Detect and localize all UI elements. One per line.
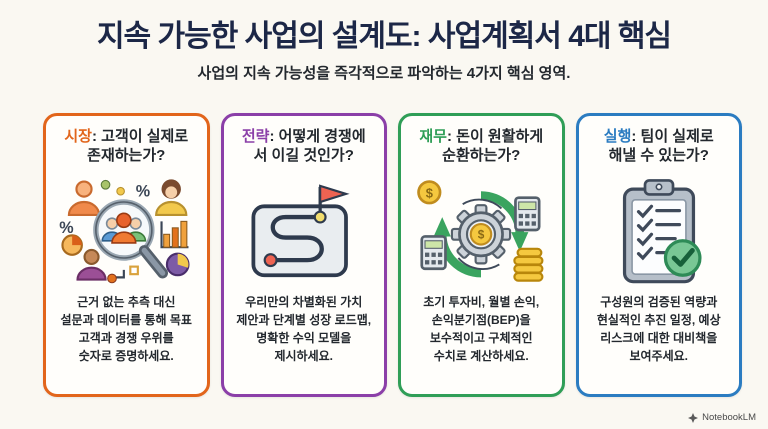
notebooklm-logo-icon — [688, 412, 699, 423]
page-subtitle: 사업의 지속 가능성을 즉각적으로 파악하는 4가지 핵심 영역. — [197, 65, 571, 82]
card-strategy-icon-wrap — [234, 169, 374, 291]
svg-text:$: $ — [478, 228, 485, 242]
card-execution-title: 실행: 팀이 실제로 해낼 수 있는가? — [604, 127, 714, 165]
card-strategy-title: 전략: 어떻게 경쟁에 서 이길 것인가? — [242, 127, 366, 165]
page-title: 지속 가능한 사업의 설계도: 사업계획서 4대 핵심 — [96, 20, 672, 53]
card-finance-accent: 재무 — [419, 128, 447, 145]
card-execution: 실행: 팀이 실제로 해낼 수 있는가? — [575, 113, 742, 397]
card-strategy-body: 우리만의 차별화된 가치 제안과 단계별 성장 로드맵, 명확한 수익 모델을 … — [236, 295, 372, 364]
card-finance-body: 초기 투자비, 월별 손익, 손익분기점(BEP)을 보수적이고 구체적인 수치… — [423, 295, 540, 364]
execution-checklist-icon — [622, 179, 702, 284]
card-execution-body: 구성원의 검증된 역량과 현실적인 추진 일정, 예상 리스크에 대한 대비책을… — [596, 295, 721, 364]
footer-brand: NotebookLM — [688, 412, 756, 423]
finance-cycle-icon: $ — [417, 180, 544, 283]
card-finance: 재무: 돈이 원활하게 순환하는가? $ — [398, 113, 565, 397]
card-market-question: : 고객이 실제로 존재하는가? — [87, 128, 189, 165]
card-market-title: 시장: 고객이 실제로 존재하는가? — [64, 127, 188, 165]
card-finance-title: 재무: 돈이 원활하게 순환하는가? — [419, 127, 543, 165]
card-finance-icon-wrap: $ — [411, 169, 551, 291]
strategy-roadmap-icon — [251, 184, 350, 278]
card-strategy: 전략: 어떻게 경쟁에 서 이길 것인가? 우리만의 차별화된 가치 제안과 단… — [220, 113, 387, 397]
card-market-accent: 시장 — [64, 128, 92, 145]
card-execution-icon-wrap — [589, 169, 729, 291]
card-strategy-question: : 어떻게 경쟁에 서 이길 것인가? — [253, 128, 366, 165]
card-execution-question: : 팀이 실제로 해낼 수 있는가? — [608, 128, 714, 165]
footer-brand-label: NotebookLM — [702, 412, 756, 423]
card-execution-accent: 실행 — [603, 128, 632, 145]
svg-text:$: $ — [426, 186, 433, 201]
card-market-body: 근거 없는 추측 대신 설문과 데이터를 통해 목표 고객과 경쟁 우위를 숫자… — [60, 295, 192, 364]
svg-text:%: % — [59, 220, 73, 238]
card-market-icon-wrap: % % — [56, 169, 196, 291]
card-strategy-accent: 전략 — [241, 128, 270, 145]
svg-text:%: % — [136, 183, 150, 201]
market-research-magnifier-icon: % % — [59, 179, 190, 284]
cards-row: 시장: 고객이 실제로 존재하는가? % % — [43, 113, 742, 397]
card-market: 시장: 고객이 실제로 존재하는가? % % — [43, 113, 210, 397]
card-finance-question: : 돈이 원활하게 순환하는가? — [442, 128, 544, 165]
